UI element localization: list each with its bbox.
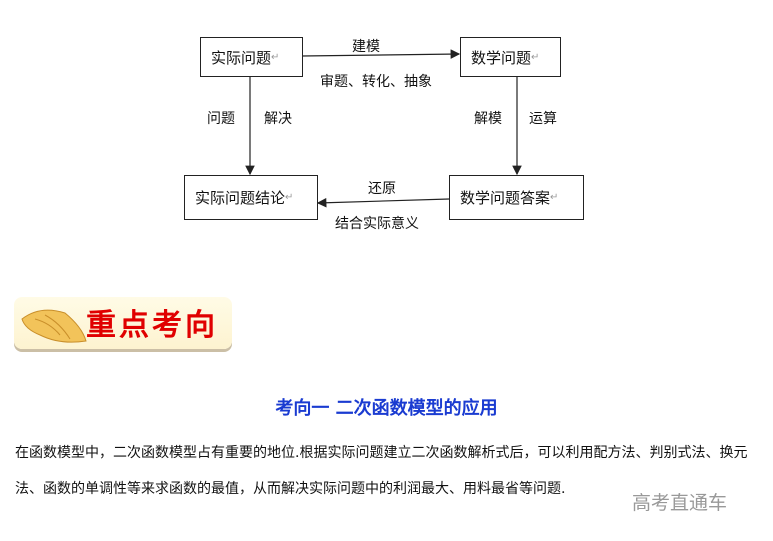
node-label: 数学问题	[471, 48, 532, 67]
node-real-problem: 实际问题↵	[200, 37, 303, 77]
edge-label: 审题、转化、抽象	[320, 74, 432, 90]
arrow-restore	[316, 197, 450, 208]
node-label: 数学问题答案	[460, 189, 551, 207]
shell-icon	[21, 309, 87, 343]
return-mark: ↵	[271, 51, 280, 63]
edge-label: 运算	[529, 111, 557, 127]
return-mark: ↵	[285, 192, 294, 203]
node-label: 实际问题	[211, 48, 272, 67]
node-math-answer: 数学问题答案↵	[449, 175, 584, 220]
edge-label: 还原	[368, 181, 396, 197]
edge-label: 解模	[474, 111, 502, 127]
flow-arrows	[245, 49, 522, 208]
section-paragraph: 在函数模型中，二次函数模型占有重要的地位.根据实际问题建立二次函数解析式后，可以…	[15, 445, 748, 497]
banner-title: 重点考向	[86, 308, 218, 343]
edge-label: 解决	[264, 111, 292, 127]
edge-label: 问题	[207, 111, 235, 127]
edge-label: 建模	[352, 39, 380, 55]
return-mark: ↵	[531, 51, 540, 63]
return-mark: ↵	[550, 192, 559, 203]
node-real-conclusion: 实际问题结论↵	[184, 175, 318, 220]
watermark: 高考直通车	[632, 492, 728, 514]
node-math-problem: 数学问题↵	[460, 37, 561, 77]
arrow-model	[301, 49, 461, 59]
edge-label: 结合实际意义	[335, 216, 419, 232]
section-title: 考向一 二次函数模型的应用	[275, 398, 498, 419]
node-label: 实际问题结论	[195, 189, 286, 207]
